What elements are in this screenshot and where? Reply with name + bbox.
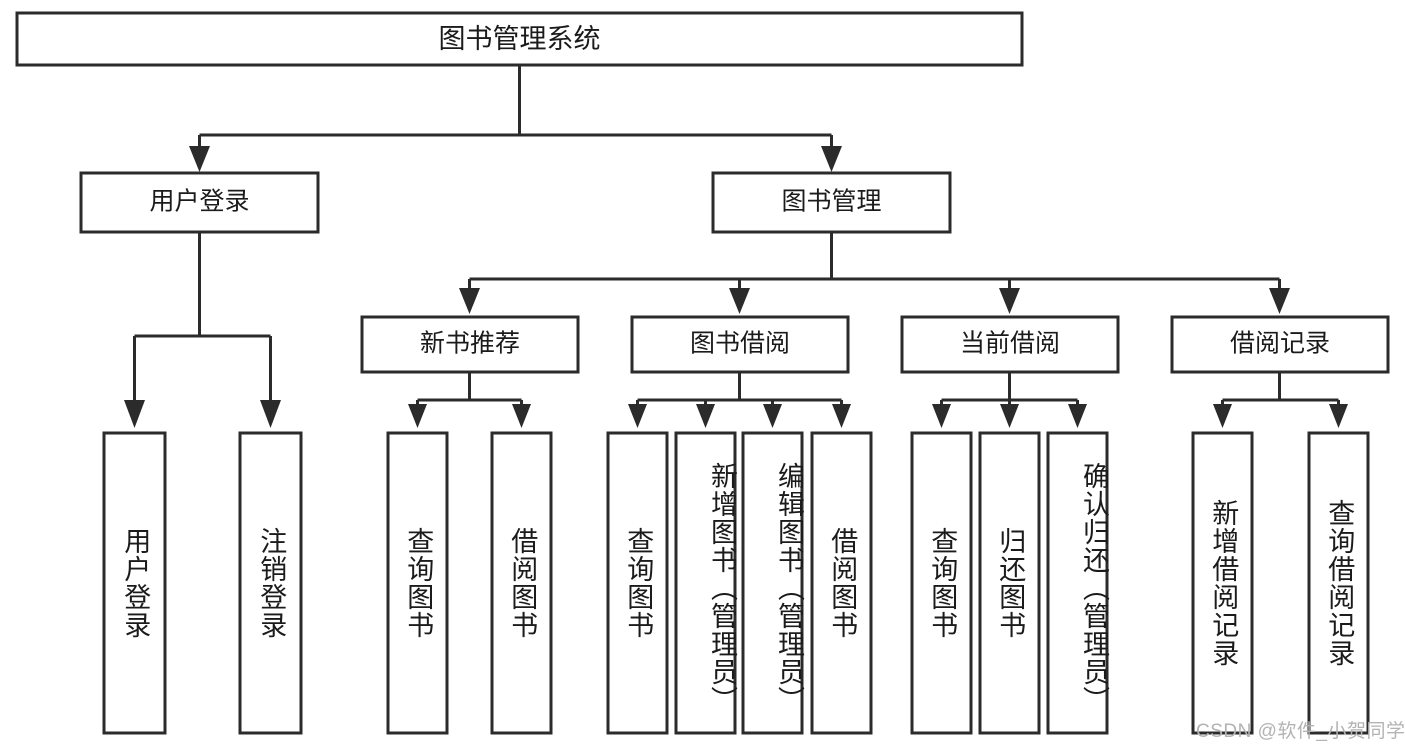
leaf-box-query-book-3[interactable] bbox=[910, 431, 973, 735]
node-book-manage[interactable]: 图书管理 bbox=[711, 171, 952, 234]
node-user-login[interactable]: 用户登录 bbox=[79, 171, 320, 234]
node-user-login-label: 用户登录 bbox=[149, 188, 249, 216]
leaf-box-add-book[interactable] bbox=[674, 431, 737, 735]
leaf-box-query-book-1[interactable] bbox=[386, 431, 449, 735]
leaf-box-confirm-return[interactable] bbox=[1046, 431, 1109, 735]
connector-bookmanage-to-level3 bbox=[459, 232, 1290, 314]
node-new-book-recommend[interactable]: 新书推荐 bbox=[360, 315, 580, 374]
leaf-box-user-login[interactable] bbox=[102, 431, 167, 735]
leaf-boxes bbox=[102, 431, 1370, 735]
leaf-box-borrow-book-1[interactable] bbox=[490, 431, 553, 735]
node-current-borrow[interactable]: 当前借阅 bbox=[900, 315, 1120, 374]
node-borrow-record[interactable]: 借阅记录 bbox=[1170, 315, 1390, 374]
connector-bookborrow-to-leaves bbox=[628, 372, 851, 428]
leaf-box-return-book[interactable] bbox=[978, 431, 1041, 735]
connector-currentborrow-to-leaves bbox=[932, 372, 1087, 428]
connector-root-to-level2 bbox=[189, 65, 842, 172]
node-book-borrow-label: 图书借阅 bbox=[690, 330, 790, 358]
node-book-manage-label: 图书管理 bbox=[781, 188, 881, 216]
leaf-box-edit-book[interactable] bbox=[741, 431, 804, 735]
node-borrow-record-label: 借阅记录 bbox=[1230, 330, 1330, 358]
leaf-box-query-book-2[interactable] bbox=[606, 431, 669, 735]
leaf-box-borrow-book-2[interactable] bbox=[810, 431, 873, 735]
csdn-watermark: CSDN @软件_小贺同学 bbox=[1196, 721, 1405, 742]
node-new-book-recommend-label: 新书推荐 bbox=[420, 330, 520, 358]
connector-newbook-to-leaves bbox=[408, 372, 531, 428]
node-current-borrow-label: 当前借阅 bbox=[960, 330, 1060, 358]
connector-userlogin-to-leaves bbox=[124, 232, 281, 428]
node-root[interactable]: 图书管理系统 bbox=[15, 11, 1024, 67]
leaf-box-query-record[interactable] bbox=[1307, 431, 1370, 735]
leaf-box-logout[interactable] bbox=[238, 431, 303, 735]
connector-borrowrecord-to-leaves bbox=[1213, 372, 1348, 428]
leaf-box-add-record[interactable] bbox=[1191, 431, 1254, 735]
node-book-borrow[interactable]: 图书借阅 bbox=[630, 315, 850, 374]
node-root-label: 图书管理系统 bbox=[439, 24, 601, 54]
